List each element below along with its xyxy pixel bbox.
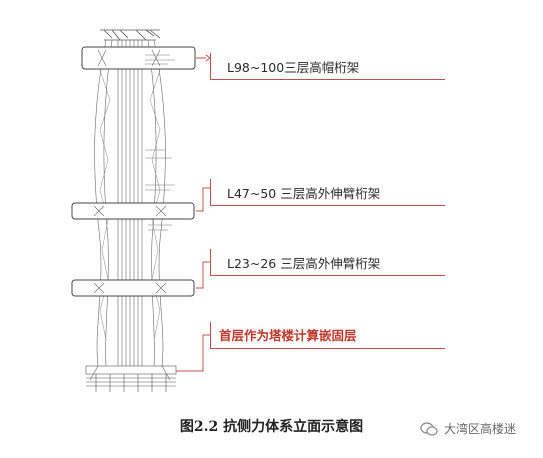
- callout-hat-truss-label: L98~100三层高帽桁架: [227, 60, 360, 75]
- callout-outrigger-lower-label: L23~26 三层高外伸臂桁架: [227, 256, 381, 271]
- foundation: [85, 365, 177, 392]
- callout-outrigger-upper: L47~50 三层高外伸臂桁架: [210, 179, 445, 206]
- hat-truss-box: [81, 46, 196, 70]
- callout-embedment-floor-label: 首层作为塔楼计算嵌固层: [219, 328, 357, 343]
- pointer-lines: [176, 54, 211, 372]
- watermark: 大湾区高楼迷: [420, 420, 516, 437]
- callout-outrigger-upper-label: L47~50 三层高外伸臂桁架: [227, 186, 381, 201]
- callout-embedment-floor: 首层作为塔楼计算嵌固层: [210, 322, 445, 349]
- callout-hat-truss: L98~100三层高帽桁架: [210, 53, 445, 80]
- figure-caption: 图2.2 抗侧力体系立面示意图: [179, 419, 364, 435]
- watermark-text: 大湾区高楼迷: [444, 422, 517, 436]
- truss-detail: [93, 49, 167, 294]
- belt-trusses: [71, 46, 196, 297]
- annotation-markers: [145, 54, 175, 231]
- crown: [100, 29, 161, 41]
- wechat-icon: [420, 421, 438, 436]
- outrigger-lower-box: [71, 279, 195, 297]
- callout-outrigger-lower: L23~26 三层高外伸臂桁架: [210, 249, 445, 276]
- outrigger-upper-box: [71, 202, 195, 220]
